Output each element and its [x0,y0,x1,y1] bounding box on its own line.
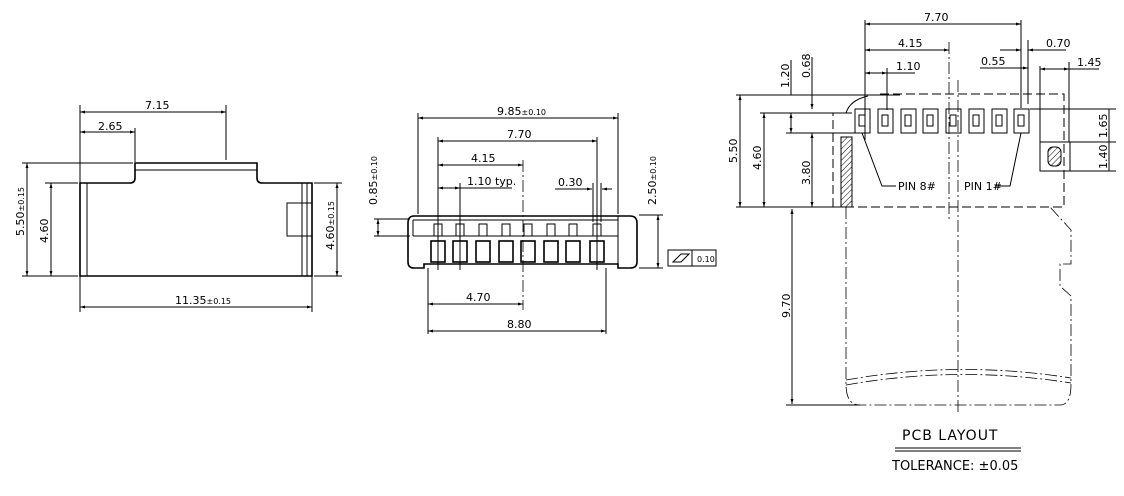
pin1-label: PIN 1# [964,180,1002,193]
pcb-pads [854,108,1030,134]
hatched-ground-bar [840,136,853,208]
dim-1-10-typ: 1.10 typ. [467,175,516,188]
front-pin [543,223,559,263]
dim-3-80-pcb: 3.80 [800,161,813,186]
dim-4-60-right: 4.60±0.15 [324,201,337,250]
pcb-pad-pin1 [1013,108,1030,134]
dim-0-70-pcb: 0.70 [1046,37,1071,50]
side-view-outline [79,162,313,277]
dim-2-50: 2.50±0.10 [646,156,659,205]
flatness-value: 0.10 [697,255,715,264]
dim-0-30: 0.30 [558,176,583,189]
pcb-pad [877,108,894,134]
dim-4-70: 4.70 [466,291,491,304]
pcb-pad-pin8 [854,108,871,134]
pin8-label: PIN 8# [898,180,936,193]
flatness-tolerance-frame: 0.10 [667,249,717,267]
side-pad [1039,141,1071,172]
front-pins [430,223,605,263]
dim-4-60: 4.60 [38,219,51,244]
front-pin [475,223,491,263]
dim-9-70-pcb: 9.70 [780,294,793,319]
latch-window [286,202,313,237]
dim-0-85: 0.85±0.10 [367,156,380,205]
pcb-pad [900,108,917,134]
dim-11-35: 11.35±0.15 [175,294,231,307]
dim-7-15: 7.15 [145,99,170,112]
pcb-pad [945,108,962,134]
front-pin [565,223,581,263]
dim-4-15-pcb: 4.15 [898,37,923,50]
dim-1-10-pcb: 1.10 [896,60,921,73]
pcb-pad [991,108,1008,134]
front-pin [498,223,514,263]
dim-0-55-pcb: 0.55 [981,55,1006,68]
pcb-pad [968,108,985,134]
dim-7-70: 7.70 [507,128,532,141]
side-view: 7.15 2.65 5.50±0.15 4.60 4.60±0.15 11.35… [14,99,342,312]
dim-5-50-pcb: 5.50 [727,139,740,164]
dim-1-45-pcb: 1.45 [1077,56,1102,69]
tolerance-note: TOLERANCE: ±0.05 [891,459,1018,474]
flatness-icon [671,253,691,263]
dim-5-50: 5.50±0.15 [14,187,27,236]
dim-9-85: 9.85±0.10 [497,105,546,118]
dim-1-40-pcb: 1.40 [1097,145,1110,170]
dim-4-60-pcb: 4.60 [751,146,764,171]
front-view: 9.85±0.10 7.70 4.15 1.10 typ. 0.30 0.85±… [367,105,717,334]
dim-4-15: 4.15 [471,152,496,165]
dim-1-20-pcb: 1.20 [779,64,792,89]
dim-2-65: 2.65 [98,120,123,133]
dim-8-80: 8.80 [507,318,532,331]
dim-0-68-pcb: 0.68 [800,54,813,79]
pcb-pad [922,108,939,134]
pcb-layout: PIN 8# PIN 1# 7.70 4.15 1.10 0.55 0.70 1… [727,11,1116,474]
pcb-layout-title: PCB LAYOUT [902,428,999,444]
dim-7-70-pcb: 7.70 [924,11,949,24]
front-pin [520,223,536,263]
dim-1-65-pcb: 1.65 [1097,114,1110,139]
